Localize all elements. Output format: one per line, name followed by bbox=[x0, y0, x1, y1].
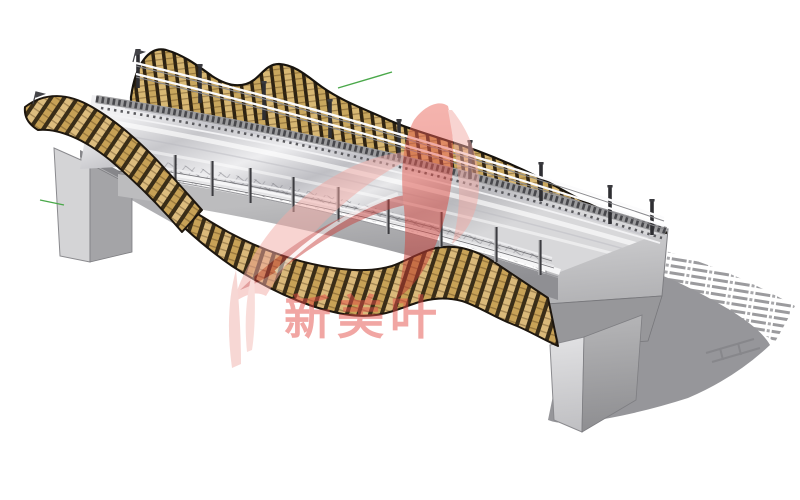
logo-white-vein bbox=[274, 192, 399, 274]
logo-pink-petal bbox=[448, 110, 480, 244]
far-railing-rails bbox=[135, 61, 665, 230]
right-pier bbox=[544, 228, 669, 433]
bridge-deck bbox=[80, 95, 668, 272]
wave-curl-shape bbox=[23, 95, 203, 233]
logo-pink-blade-left bbox=[228, 270, 241, 368]
near-slat-wall-shape bbox=[149, 182, 559, 347]
girder-web bbox=[118, 174, 558, 300]
watermark-logo bbox=[228, 103, 480, 368]
end-post-flag bbox=[132, 49, 147, 63]
roadway-surface bbox=[80, 95, 668, 272]
logo-pink-blade-left2 bbox=[245, 268, 255, 352]
pier-side-face bbox=[581, 314, 643, 433]
pier-front-face bbox=[549, 336, 585, 433]
wave-curl bbox=[23, 91, 203, 233]
green-axis bbox=[39, 71, 393, 206]
logo-red-flame bbox=[396, 103, 454, 299]
near-slat-wall bbox=[149, 182, 559, 347]
curl-tip-flag bbox=[32, 91, 47, 105]
railing-shadow bbox=[705, 338, 761, 363]
